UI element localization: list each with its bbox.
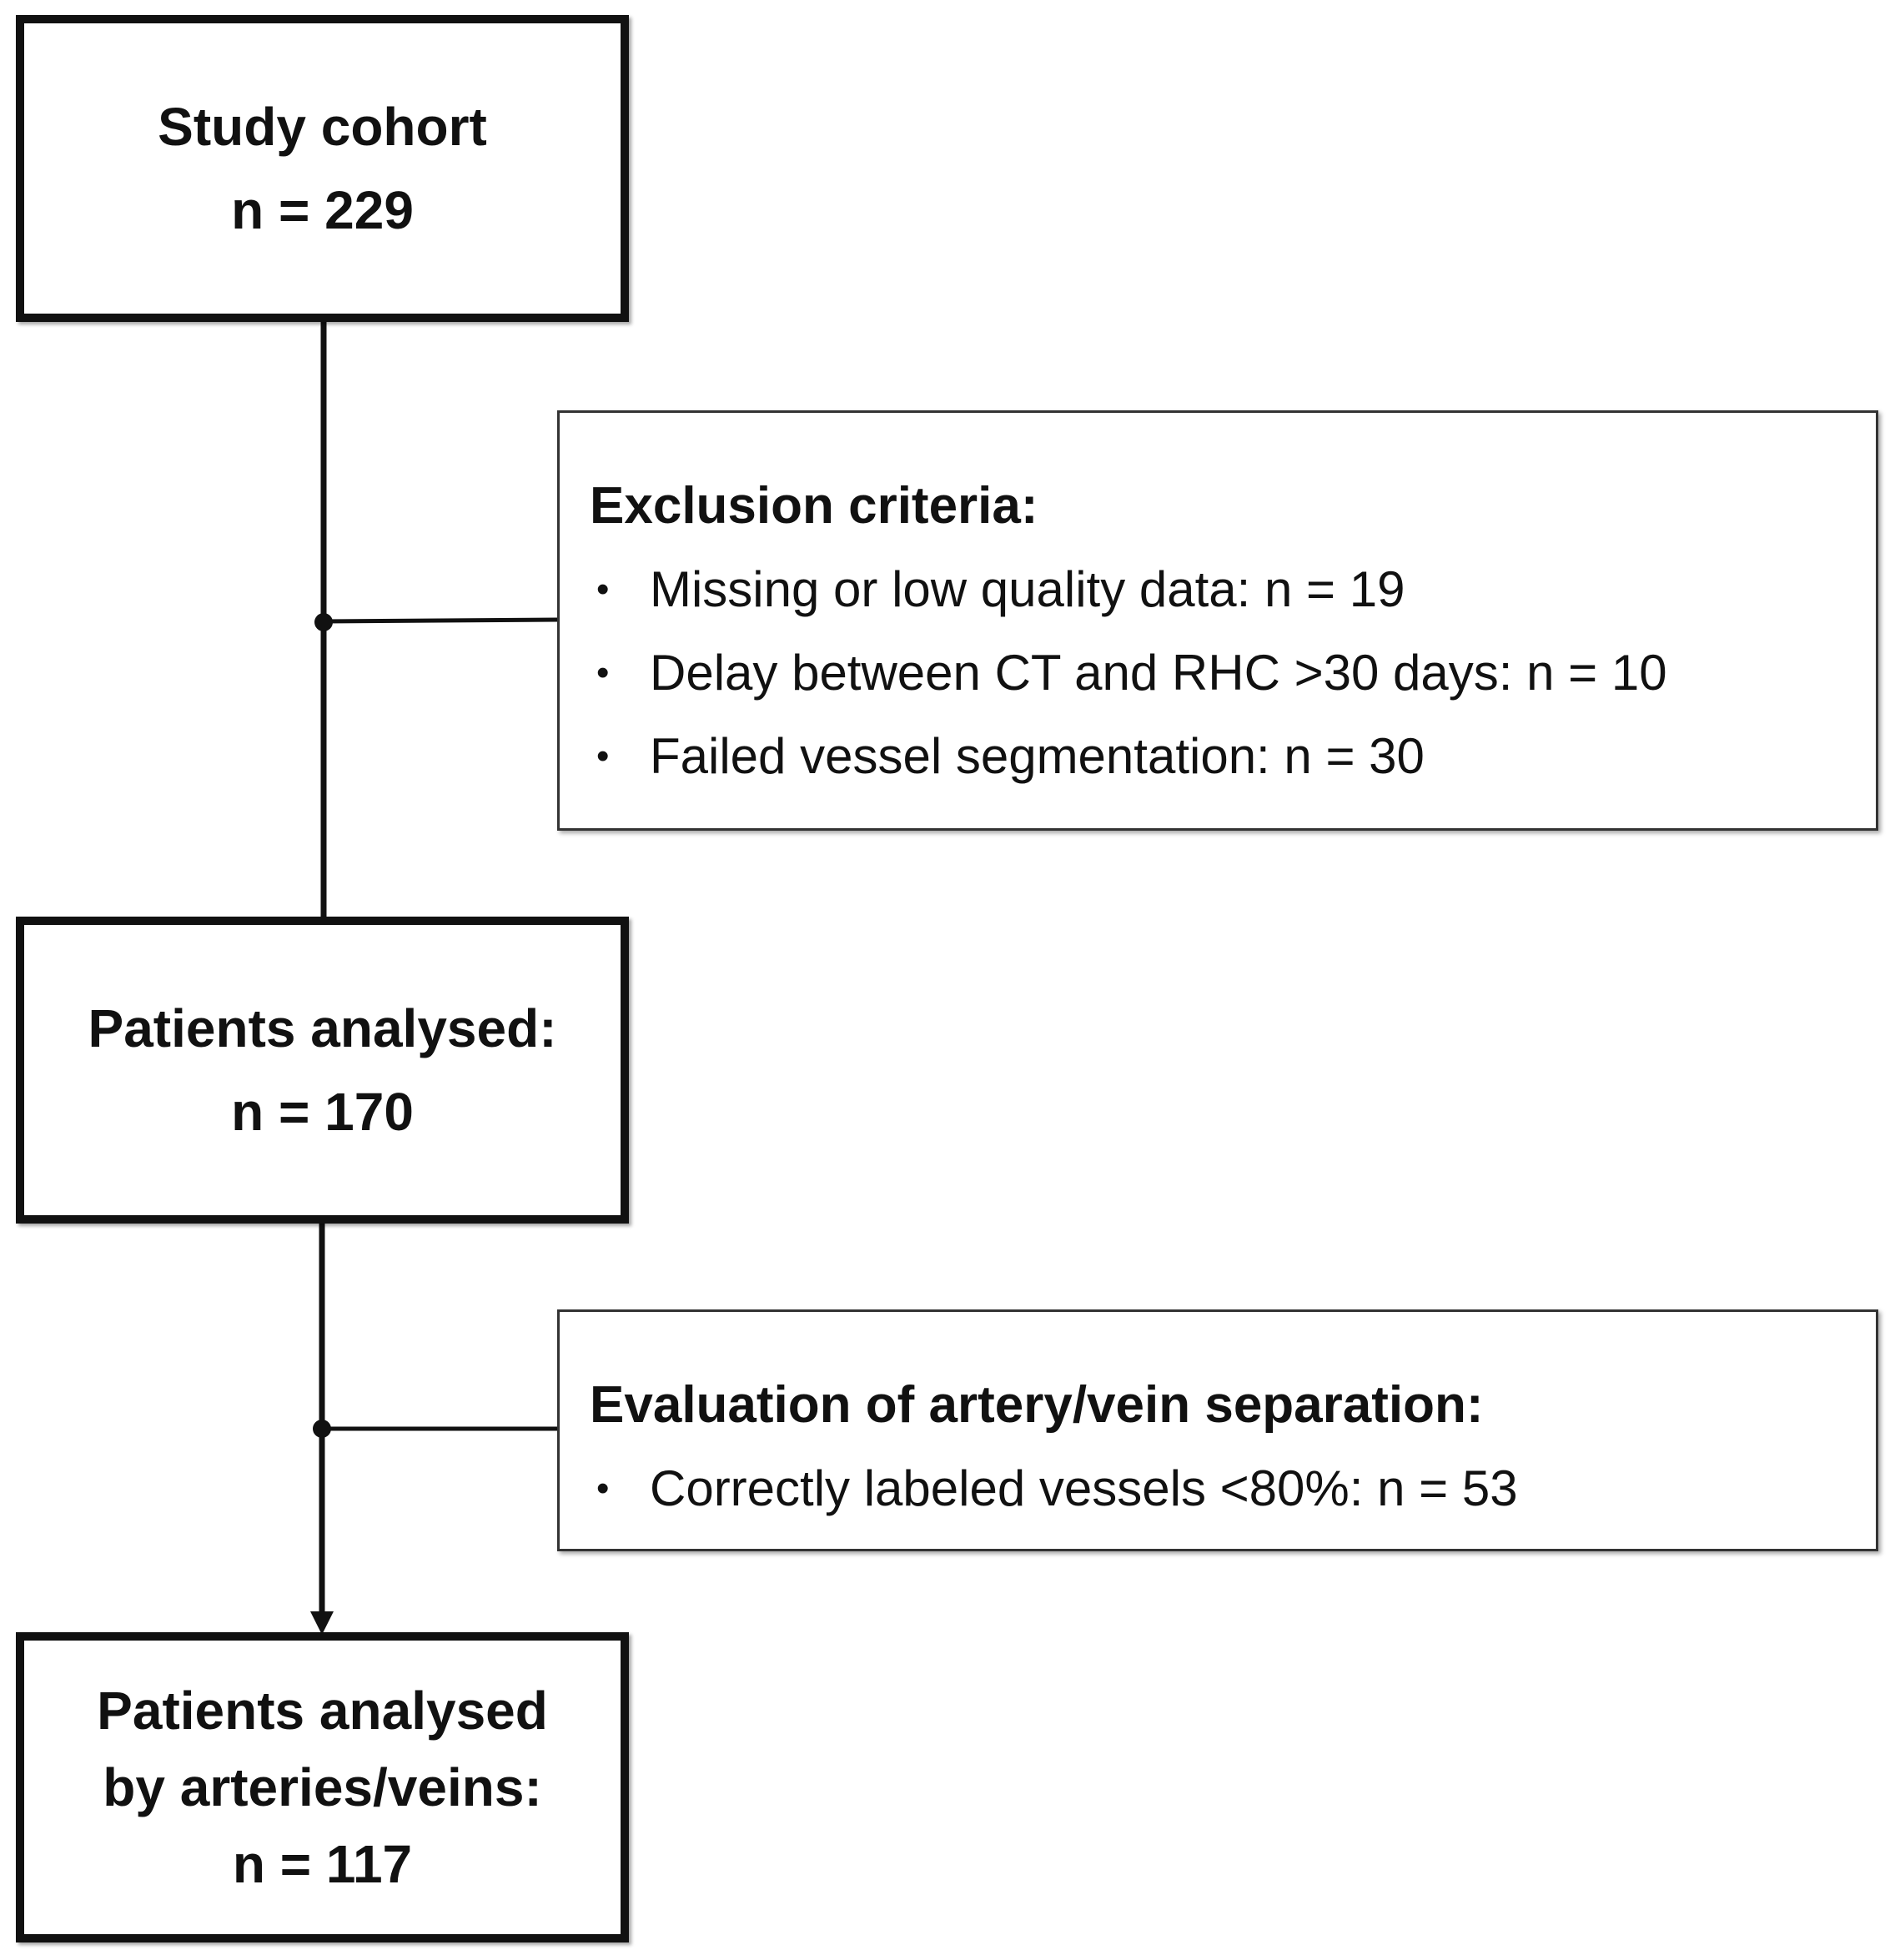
- study-cohort-box: Study cohort n = 229: [16, 15, 629, 322]
- evaluation-box: Evaluation of artery/vein separation: • …: [557, 1309, 1878, 1551]
- bullet-icon: •: [596, 652, 610, 693]
- exclusion-criteria-box: Exclusion criteria: • Missing or low qua…: [557, 410, 1878, 831]
- exclusion-criteria-list: • Missing or low quality data: n = 19 • …: [590, 548, 1876, 798]
- connector-branch-exclusion: [323, 617, 560, 624]
- patients-arteries-veins-label-1: Patients analysed: [97, 1681, 548, 1741]
- bullet-icon: •: [596, 1468, 610, 1509]
- arrowhead-down: [310, 1611, 334, 1635]
- patients-analysed-count: n = 170: [231, 1082, 414, 1142]
- bullet-icon: •: [596, 569, 610, 610]
- exclusion-criteria-title: Exclusion criteria:: [590, 477, 1038, 535]
- study-cohort-count: n = 229: [231, 180, 414, 240]
- exclusion-item-text: Delay between CT and RHC >30 days: n = 1…: [650, 645, 1667, 701]
- evaluation-item-text: Correctly labeled vessels <80%: n = 53: [650, 1460, 1518, 1516]
- patients-arteries-veins-count: n = 117: [232, 1834, 413, 1894]
- junction-dot-evaluation: [313, 1420, 331, 1438]
- exclusion-item-text: Failed vessel segmentation: n = 30: [650, 728, 1425, 784]
- bullet-icon: •: [596, 736, 610, 776]
- patients-analysed-label: Patients analysed:: [88, 998, 557, 1058]
- patients-arteries-veins-label-2: by arteries/veins:: [103, 1757, 542, 1817]
- patients-arteries-veins-box: Patients analysed by arteries/veins: n =…: [16, 1632, 629, 1942]
- evaluation-list: • Correctly labeled vessels <80%: n = 53: [590, 1447, 1876, 1530]
- study-cohort-label: Study cohort: [158, 97, 487, 157]
- exclusion-item-text: Missing or low quality data: n = 19: [650, 561, 1405, 617]
- evaluation-title: Evaluation of artery/vein separation:: [590, 1376, 1484, 1434]
- patients-analysed-box: Patients analysed: n = 170: [16, 917, 629, 1224]
- evaluation-item: • Correctly labeled vessels <80%: n = 53: [590, 1447, 1876, 1530]
- exclusion-item: • Delay between CT and RHC >30 days: n =…: [590, 631, 1876, 715]
- exclusion-item: • Missing or low quality data: n = 19: [590, 548, 1876, 631]
- junction-dot-exclusion: [314, 613, 333, 631]
- exclusion-item: • Failed vessel segmentation: n = 30: [590, 715, 1876, 798]
